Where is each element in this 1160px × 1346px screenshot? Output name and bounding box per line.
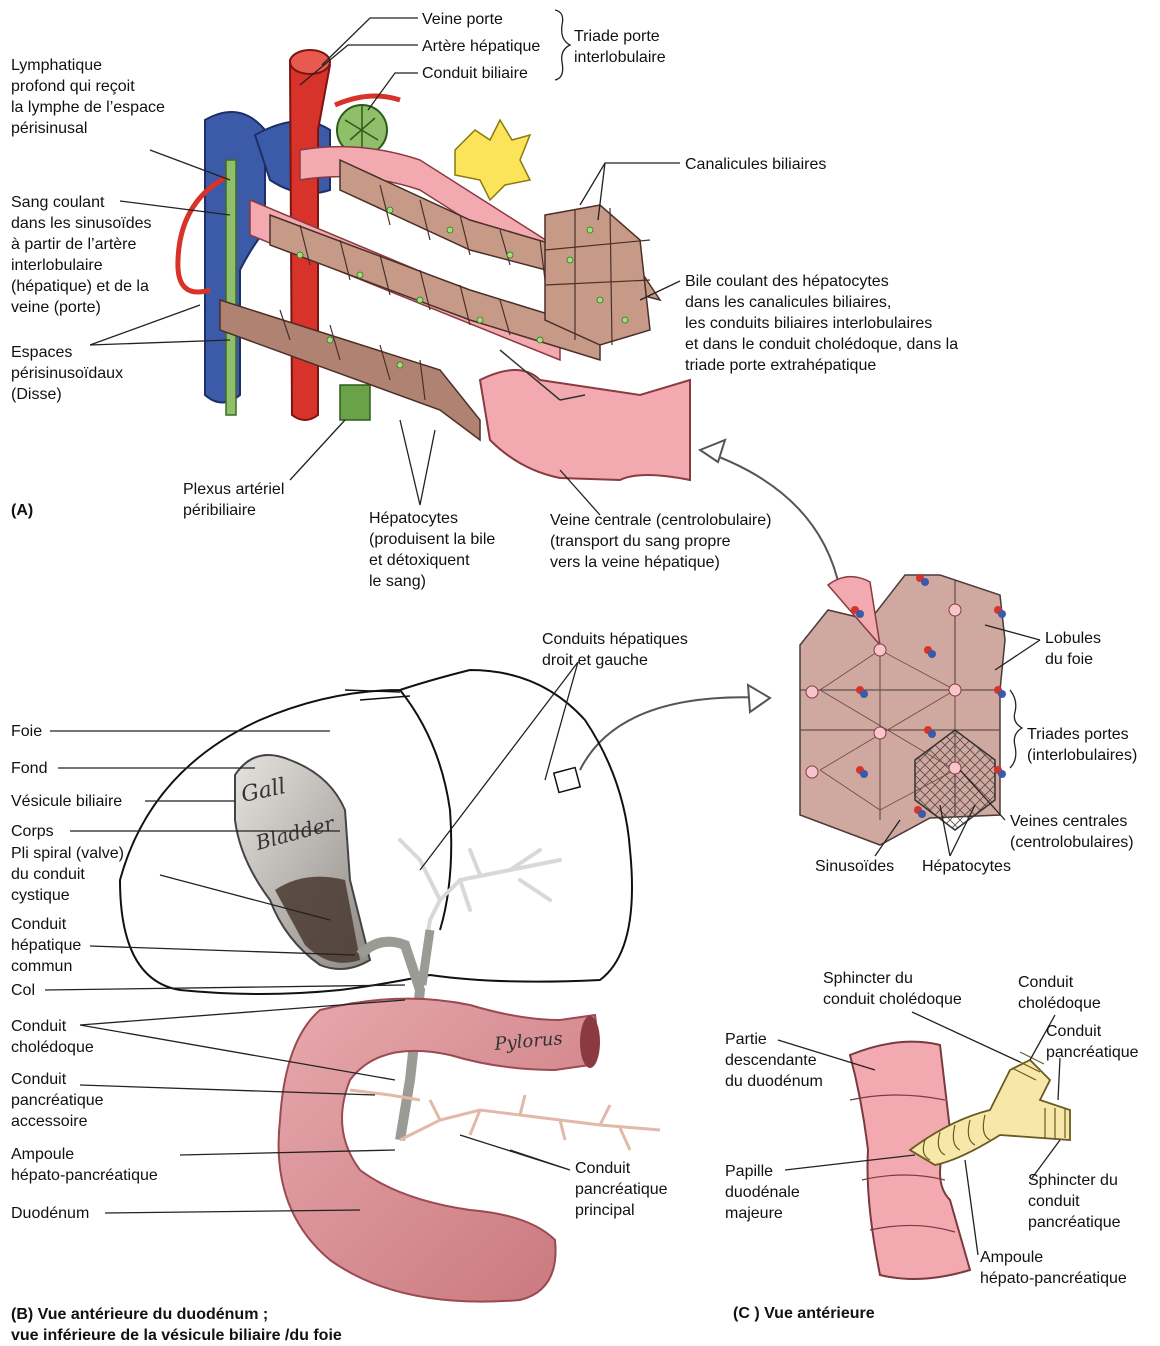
label-foie: Foie	[11, 721, 42, 742]
panel-b-caption: (B) Vue antérieure du duodénum ; vue inf…	[11, 1304, 342, 1346]
central-vein-sheet	[480, 370, 690, 480]
label-espaces-perisinusoidaux: Espaces périsinusoïdaux (Disse)	[11, 342, 123, 405]
label-hepatocytes-lobule: Hépatocytes	[922, 856, 1011, 877]
label-sang-coulant: Sang coulant dans les sinusoïdes à parti…	[11, 192, 152, 318]
label-sphincter-choledoque: Sphincter du conduit cholédoque	[823, 968, 962, 1010]
panel-c-drawing	[850, 1042, 1070, 1279]
label-conduit-accessoire: Conduit pancréatique accessoire	[11, 1069, 104, 1132]
label-vesicule-biliaire: Vésicule biliaire	[11, 791, 122, 812]
label-conduit-principal: Conduit pancréatique principal	[575, 1158, 668, 1221]
label-conduit-choledoque-b: Conduit cholédoque	[11, 1016, 94, 1058]
label-pli-spiral: Pli spiral (valve) du conduit cystique	[11, 843, 124, 906]
arrow-liver-to-lobule	[580, 697, 770, 770]
label-conduit-pancreatique-c: Conduit pancréatique	[1046, 1021, 1139, 1063]
label-veine-centrale: Veine centrale (centrolobulaire) (transp…	[550, 510, 771, 573]
label-conduits-hepatiques: Conduits hépatiques droit et gauche	[542, 629, 688, 671]
label-lobules: Lobules du foie	[1045, 628, 1101, 670]
label-lymphatique: Lymphatique profond qui reçoit la lymphe…	[11, 55, 165, 139]
label-bile-coulant: Bile coulant des hépatocytes dans les ca…	[685, 271, 958, 376]
panel-a-drawing	[178, 50, 690, 480]
label-artere-hepatique: Artère hépatique	[422, 36, 540, 57]
label-canalicules: Canalicules biliaires	[685, 154, 826, 175]
label-sinusoides: Sinusoïdes	[815, 856, 894, 877]
panel-c-caption: (C ) Vue antérieure	[733, 1303, 875, 1324]
label-col: Col	[11, 980, 35, 1001]
label-triades-portes: Triades portes (interlobulaires)	[1027, 724, 1137, 766]
label-plexus: Plexus artériel péribiliaire	[183, 479, 284, 521]
label-conduit-hepatique-commun: Conduit hépatique commun	[11, 914, 81, 977]
label-ampoule-c: Ampoule hépato-pancréatique	[980, 1247, 1127, 1289]
label-fond: Fond	[11, 758, 47, 779]
label-duodenum: Duodénum	[11, 1203, 89, 1224]
label-triade-porte: Triade porte interlobulaire	[574, 26, 666, 68]
label-conduit-biliaire: Conduit biliaire	[422, 63, 528, 84]
panel-a-tag: (A)	[11, 500, 33, 521]
label-sphincter-pancreatique: Sphincter du conduit pancréatique	[1028, 1170, 1121, 1233]
label-veine-porte: Veine porte	[422, 9, 503, 30]
label-conduit-choledoque-c: Conduit cholédoque	[1018, 972, 1101, 1014]
label-partie-descendante: Partie descendante du duodénum	[725, 1029, 823, 1092]
label-ampoule-b: Ampoule hépato-pancréatique	[11, 1144, 158, 1186]
liver-lobule-diagram	[800, 574, 1006, 845]
label-corps: Corps	[11, 821, 54, 842]
label-hepatocytes-a: Hépatocytes (produisent la bile et détox…	[369, 508, 495, 592]
label-veines-centrales: Veines centrales (centrolobulaires)	[1010, 811, 1134, 853]
label-papille: Papille duodénale majeure	[725, 1161, 800, 1224]
